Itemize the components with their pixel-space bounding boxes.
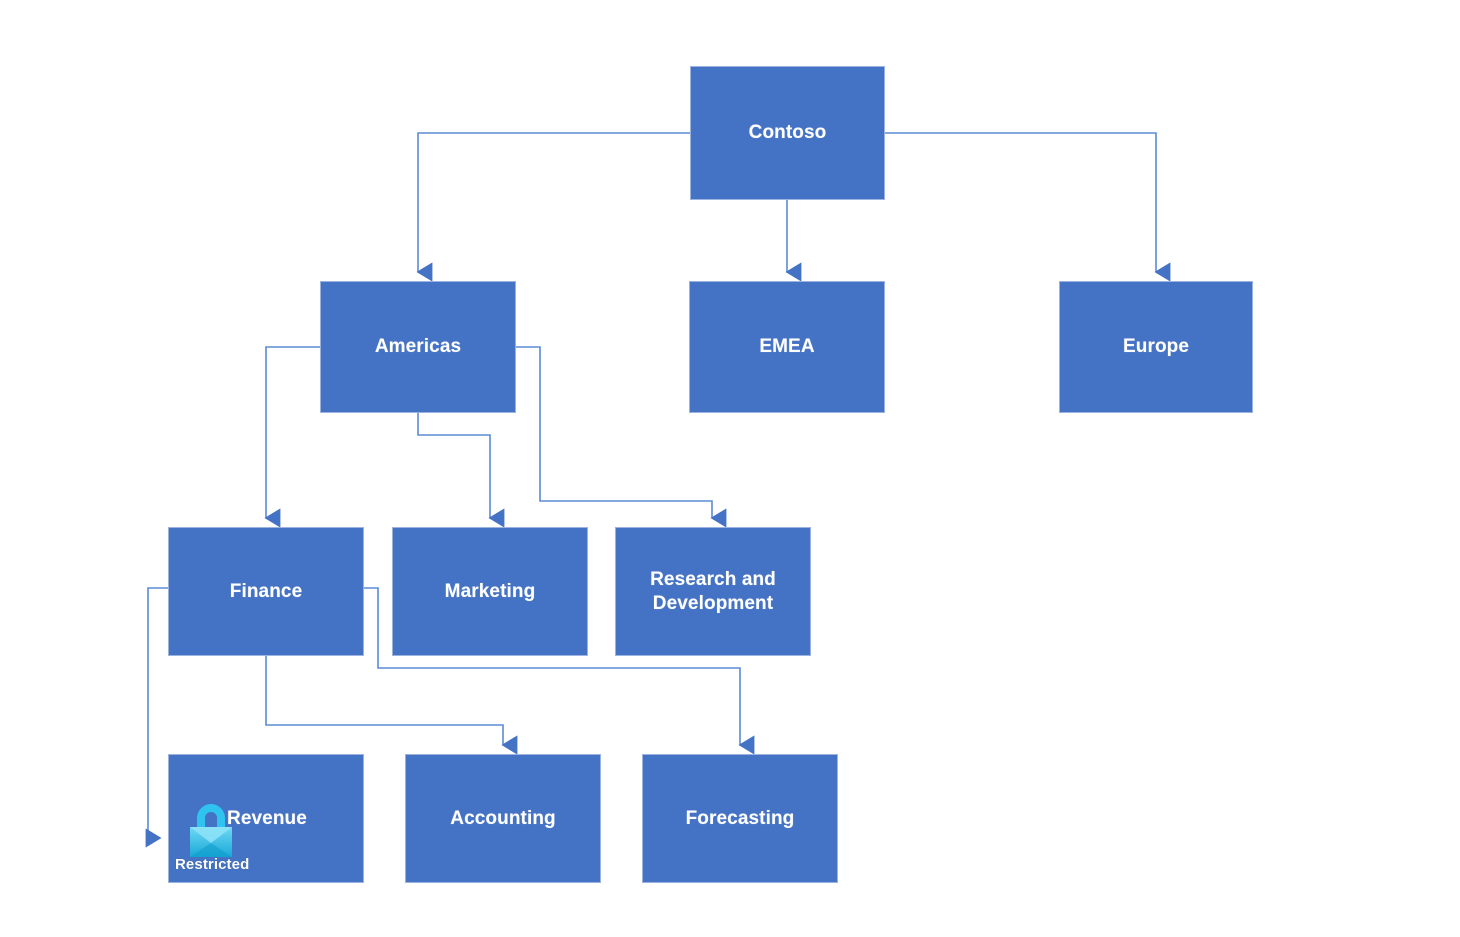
node-label-revenue: Revenue (227, 807, 307, 829)
node-marketing[interactable]: Marketing (392, 527, 588, 656)
node-label-forecasting: Forecasting (685, 807, 795, 829)
node-contoso[interactable]: Contoso (690, 66, 885, 200)
node-europe[interactable]: Europe (1059, 281, 1253, 413)
node-label-accounting: Accounting (450, 807, 556, 829)
edge-finance-revenue (145, 587, 168, 848)
node-label-emea: EMEA (759, 336, 815, 358)
edge-americas-rnd (516, 346, 727, 528)
node-accounting[interactable]: Accounting (405, 754, 601, 883)
edge-contoso-europe (885, 132, 1171, 282)
node-label-americas: Americas (374, 336, 462, 358)
node-label-finance: Finance (229, 580, 303, 602)
restricted-badge-label: Restricted (175, 855, 250, 873)
edge-contoso-americas (416, 132, 690, 282)
node-americas[interactable]: Americas (320, 281, 516, 413)
node-label-europe: Europe (1122, 336, 1190, 358)
node-forecasting[interactable]: Forecasting (642, 754, 838, 883)
edge-finance-accounting (265, 656, 518, 755)
node-label-marketing: Marketing (444, 580, 536, 602)
node-finance[interactable]: Finance (168, 527, 364, 656)
edge-americas-marketing (417, 413, 505, 528)
node-label-research-and-development: Research and Development (650, 569, 776, 614)
node-label-contoso: Contoso (748, 122, 827, 144)
node-emea[interactable]: EMEA (689, 281, 885, 413)
node-research-and-development[interactable]: Research and Development (615, 527, 811, 656)
edge-americas-finance (264, 346, 320, 528)
node-revenue[interactable]: Revenue Restricted (168, 754, 364, 883)
